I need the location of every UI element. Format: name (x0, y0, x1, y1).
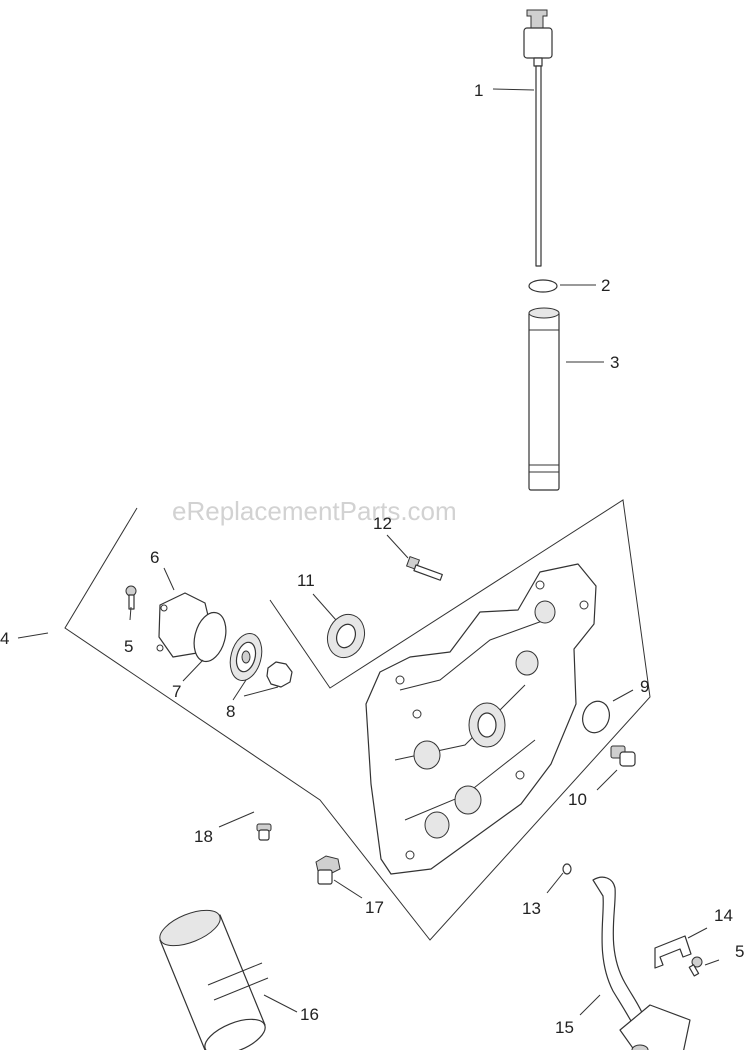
part-screw-5b[interactable] (688, 956, 703, 977)
callout-11: 11 (297, 571, 315, 590)
part-oil-seal[interactable] (322, 609, 371, 663)
part-fitting-10[interactable] (610, 745, 636, 767)
part-clip-14[interactable] (654, 935, 692, 969)
part-o-ring-13[interactable] (562, 863, 572, 875)
part-pickup-tube[interactable] (592, 876, 691, 1050)
callout-5b: 5 (735, 942, 744, 961)
watermark: eReplacementParts.com (172, 496, 457, 526)
part-o-ring-7[interactable] (189, 609, 231, 665)
part-oil-filter[interactable] (155, 903, 270, 1050)
callout-14: 14 (714, 906, 733, 925)
part-closure-plate[interactable] (365, 563, 597, 875)
callout-15: 15 (555, 1018, 574, 1037)
part-rotor-set[interactable] (225, 630, 293, 688)
callout-12: 12 (373, 514, 392, 533)
callout-13: 13 (522, 899, 541, 918)
part-dipstick-tube[interactable] (528, 307, 560, 491)
part-drain-plug[interactable] (315, 855, 341, 885)
callout-labels: 1 2 3 4 5 6 7 8 9 10 11 12 13 14 15 16 1… (0, 81, 744, 1037)
callout-4: 4 (0, 629, 9, 648)
callout-6: 6 (150, 548, 159, 567)
callout-5a: 5 (124, 637, 133, 656)
callout-7: 7 (172, 682, 181, 701)
part-screw-5a[interactable] (125, 585, 137, 610)
assembly-bracket (17, 499, 651, 941)
callout-1: 1 (474, 81, 483, 100)
callout-18: 18 (194, 827, 213, 846)
part-o-ring-9[interactable] (578, 698, 613, 737)
callout-9: 9 (640, 677, 649, 696)
part-dipstick[interactable] (523, 9, 553, 267)
callout-10: 10 (568, 790, 587, 809)
callout-17: 17 (365, 898, 384, 917)
callout-3: 3 (610, 353, 619, 372)
callout-2: 2 (601, 276, 610, 295)
leader-lines (129, 88, 720, 1016)
callout-16: 16 (300, 1005, 319, 1024)
part-bolt-12[interactable] (405, 555, 443, 581)
part-o-ring-2[interactable] (528, 279, 558, 293)
callout-8: 8 (226, 702, 235, 721)
part-plug-18[interactable] (256, 823, 272, 841)
